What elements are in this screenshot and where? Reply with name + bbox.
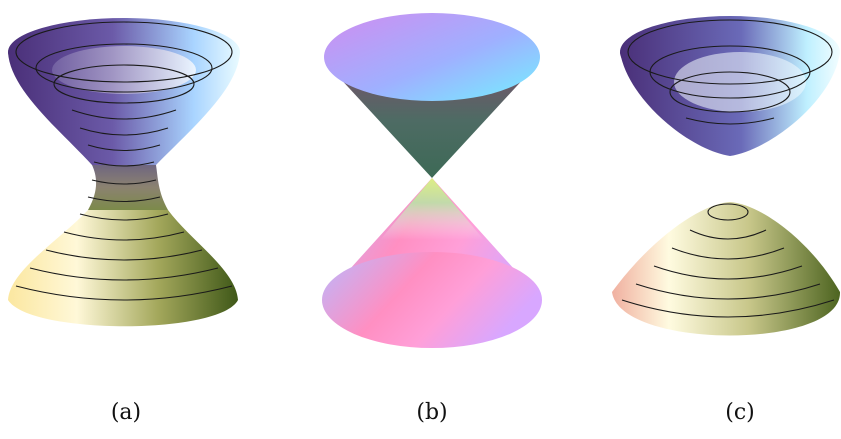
panel-b-lower-rim: [322, 252, 542, 348]
panel-c-lower-contours: [621, 203, 835, 318]
caption-c: (c): [725, 400, 755, 425]
panel-a-waist: [88, 165, 168, 210]
panel-a-contour-lines: [15, 21, 233, 301]
panel-a-lower-surface: [8, 210, 238, 327]
panel-b-double-cone: [322, 13, 542, 348]
panel-b-upper-rim: [324, 13, 540, 101]
caption-a: (a): [110, 400, 142, 425]
panel-a-hyperboloid-one-sheet: [8, 18, 240, 327]
panel-c-lower-sheet: [612, 202, 841, 336]
panel-b-lower-cone-highlight: [380, 178, 484, 240]
panel-c-hyperboloid-two-sheets: [612, 16, 841, 336]
caption-b: (b): [416, 400, 448, 425]
panel-a-inner-throat: [52, 46, 196, 94]
panel-c-upper-contours: [627, 19, 833, 125]
